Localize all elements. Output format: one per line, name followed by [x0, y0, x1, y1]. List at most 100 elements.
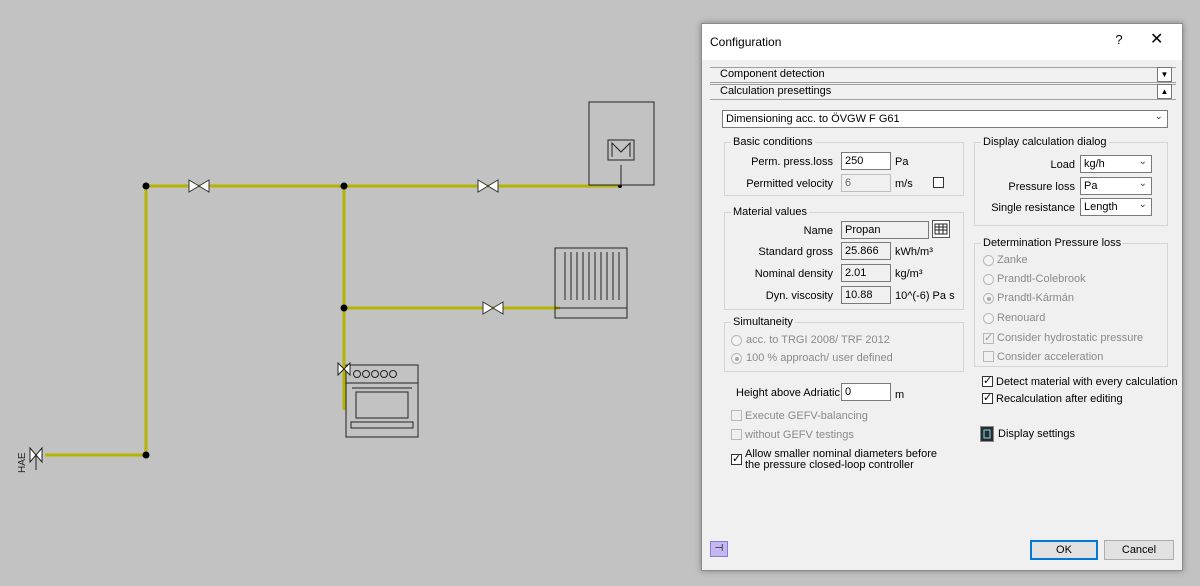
consider-acceleration-checkbox[interactable] [983, 351, 994, 362]
perm-press-loss-unit: Pa [895, 156, 909, 168]
chevron-down-icon: ⌄ [1138, 156, 1147, 167]
nominal-density-unit: kg/m³ [895, 268, 923, 280]
single-resistance-label: Single resistance [991, 202, 1075, 214]
name-label: Name [803, 225, 833, 237]
prandtl-karman-label: Prandtl-Kármán [997, 292, 1075, 304]
dyn-viscosity-input[interactable]: 10.88 [841, 286, 891, 304]
pipe-joints [142, 182, 622, 459]
dyn-viscosity-unit: 10^(-6) Pa s [895, 290, 955, 302]
permitted-velocity-checkbox[interactable] [933, 177, 944, 188]
zanke-radio[interactable] [983, 255, 994, 266]
height-label: Height above Adriatic [736, 387, 840, 399]
stove-icon[interactable] [337, 361, 419, 438]
section-label: Component detection [720, 68, 825, 80]
section-component-detection[interactable]: Component detection ▼ [710, 67, 1176, 83]
renouard-label: Renouard [997, 312, 1046, 324]
single-resistance-value: Length [1084, 201, 1118, 213]
configuration-dialog: Configuration ? ✕ Component detection ▼ … [701, 23, 1183, 571]
group-title: Material values [731, 206, 809, 218]
help-icon[interactable]: ? [1115, 32, 1123, 47]
group-title: Determination Pressure loss [981, 237, 1124, 249]
hae-label: HAE [17, 452, 28, 473]
standard-gross-unit: kWh/m³ [895, 246, 933, 258]
prandtl-karman-radio[interactable] [983, 293, 994, 304]
table-icon[interactable] [932, 220, 950, 238]
nominal-density-input[interactable]: 2.01 [841, 264, 891, 282]
without-gefv-checkbox[interactable] [731, 429, 742, 440]
cancel-button[interactable]: Cancel [1104, 540, 1174, 560]
load-value: kg/h [1084, 158, 1105, 170]
nominal-density-label: Nominal density [754, 268, 833, 280]
close-icon[interactable]: ✕ [1150, 31, 1164, 48]
group-title: Display calculation dialog [981, 136, 1109, 148]
without-gefv-label: without GEFV testings [745, 429, 854, 441]
consider-hydrostatic-label: Consider hydrostatic pressure [997, 332, 1144, 344]
group-title: Simultaneity [731, 316, 795, 328]
pipe-drawing-canvas[interactable]: HAE [0, 0, 700, 586]
section-calculation-presettings[interactable]: Calculation presettings ▲ [710, 84, 1176, 100]
simultaneity-trgi-label: acc. to TRGI 2008/ TRF 2012 [746, 334, 890, 346]
radiator-icon[interactable] [554, 247, 628, 319]
standard-gross-label: Standard gross [758, 246, 833, 258]
dyn-viscosity-label: Dyn. viscosity [765, 290, 833, 302]
material-name-input[interactable]: Propan [841, 221, 929, 239]
detect-material-label: Detect material with every calculation [996, 376, 1178, 388]
execute-gefv-checkbox[interactable] [731, 410, 742, 421]
simultaneity-100-label: 100 % approach/ user defined [746, 352, 893, 364]
basic-conditions-group: Basic conditions [724, 136, 964, 196]
simultaneity-group: Simultaneity [724, 316, 964, 372]
meter-inlet-icon[interactable] [29, 446, 43, 470]
valve-icon[interactable] [482, 301, 504, 315]
load-select[interactable]: kg/h ⌄ [1080, 155, 1152, 173]
height-unit: m [895, 389, 905, 401]
execute-gefv-label: Execute GEFV-balancing [745, 410, 868, 422]
boiler-icon[interactable] [588, 101, 655, 186]
recalculation-label: Recalculation after editing [996, 393, 1123, 405]
determination-pressure-loss-group: Determination Pressure loss [974, 237, 1168, 367]
dialog-title: Configuration [710, 35, 782, 49]
group-title: Basic conditions [731, 136, 815, 148]
recalculation-checkbox[interactable]: ✓ [982, 392, 993, 404]
pressure-loss-value: Pa [1084, 180, 1098, 192]
chevron-down-icon: ⌄ [1138, 199, 1147, 210]
simultaneity-trgi-radio[interactable] [731, 335, 742, 346]
chevron-down-icon: ⌄ [1138, 178, 1147, 189]
simultaneity-100-radio[interactable] [731, 353, 742, 364]
load-label: Load [1050, 159, 1075, 171]
prandtl-colebrook-radio[interactable] [983, 274, 994, 285]
detect-material-checkbox[interactable]: ✓ [982, 375, 993, 387]
chevron-down-icon: ⌄ [1154, 111, 1163, 122]
allow-smaller-label: Allow smaller nominal diameters before t… [745, 448, 937, 471]
consider-acceleration-label: Consider acceleration [997, 351, 1104, 363]
perm-press-loss-label: Perm. press.loss [751, 156, 833, 168]
display-calculation-dialog-group: Display calculation dialog [974, 136, 1168, 226]
dialog-title-bar: Configuration ? ✕ [702, 24, 1182, 60]
permitted-velocity-input[interactable]: 6 [841, 174, 891, 192]
single-resistance-select[interactable]: Length ⌄ [1080, 198, 1152, 216]
pin-icon[interactable]: ⊣ [710, 541, 728, 557]
valve-icon[interactable] [188, 179, 210, 193]
allow-smaller-checkbox[interactable]: ✓ [731, 453, 742, 465]
display-settings-label[interactable]: Display settings [998, 428, 1076, 440]
permitted-velocity-label: Permitted velocity [746, 178, 833, 190]
dimensioning-select[interactable]: Dimensioning acc. to ÖVGW F G61 ⌄ [722, 110, 1168, 128]
valve-icon[interactable] [477, 179, 499, 193]
dimensioning-value: Dimensioning acc. to ÖVGW F G61 [726, 113, 900, 125]
pressure-loss-label: Pressure loss [1008, 181, 1075, 193]
material-values-group: Material values [724, 206, 964, 310]
renouard-radio[interactable] [983, 313, 994, 324]
permitted-velocity-unit: m/s [895, 178, 913, 190]
pressure-loss-select[interactable]: Pa ⌄ [1080, 177, 1152, 195]
expand-down-icon[interactable]: ▼ [1157, 67, 1172, 82]
zanke-label: Zanke [997, 254, 1028, 266]
height-input[interactable]: 0 [841, 383, 891, 401]
perm-press-loss-input[interactable]: 250 [841, 152, 891, 170]
prandtl-colebrook-label: Prandtl-Colebrook [997, 273, 1086, 285]
section-label: Calculation presettings [720, 85, 832, 97]
ok-button[interactable]: OK [1030, 540, 1098, 560]
collapse-up-icon[interactable]: ▲ [1157, 84, 1172, 99]
pipe-network [45, 184, 620, 457]
display-settings-icon[interactable] [980, 426, 994, 442]
consider-hydrostatic-checkbox[interactable]: ✓ [983, 332, 994, 344]
standard-gross-input[interactable]: 25.866 [841, 242, 891, 260]
